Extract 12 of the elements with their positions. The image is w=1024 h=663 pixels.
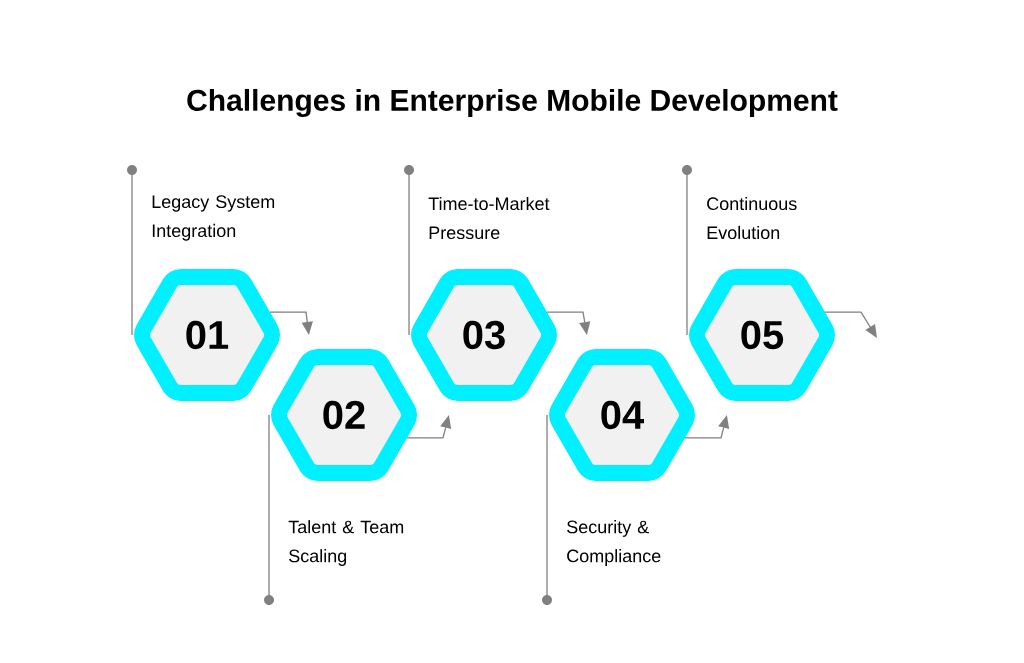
node-label: Time-to-Market Pressure: [428, 196, 550, 240]
node-label: Continuous Evolution: [707, 196, 797, 240]
hexagon: 05: [689, 268, 835, 401]
node-label: Legacy System Integration: [152, 195, 275, 241]
hexagon: 04: [549, 348, 695, 481]
hexagon: 02: [271, 348, 417, 481]
node-label: Security & Compliance: [567, 520, 661, 566]
hexagon: 03: [411, 268, 557, 401]
title: Challenges in Enterprise Mobile Development: [187, 88, 838, 118]
arrow: [824, 311, 877, 338]
hexagon: 01: [134, 268, 280, 401]
node-label: Talent & Team Scaling: [288, 520, 404, 566]
